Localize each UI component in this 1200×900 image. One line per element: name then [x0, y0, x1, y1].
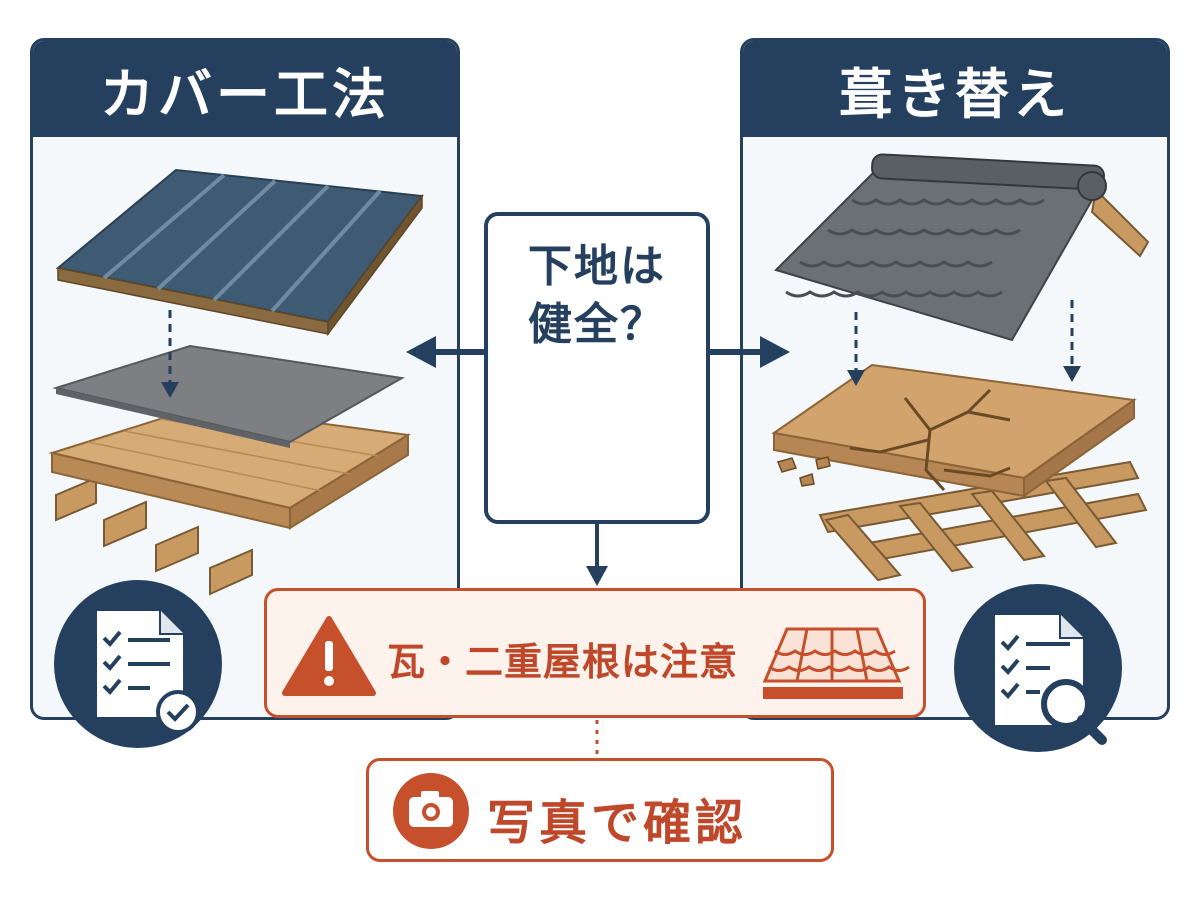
tile-roof-icon: [762, 627, 910, 699]
question-line2: 健全？: [528, 299, 666, 350]
cracked-sheathing: [771, 363, 1137, 498]
metal-roof-panel: [55, 168, 424, 337]
tile-roof: [774, 153, 1150, 342]
dashed-arrows-right: [847, 300, 1081, 386]
wood-sheathing-left: [48, 405, 411, 530]
center-question: 下地は 健全？: [488, 238, 706, 354]
reroofing-title: 葺き替え: [743, 41, 1167, 137]
checklist-document-icon: [54, 580, 222, 748]
connector-arrows: [406, 336, 790, 586]
wood-joists-right: [818, 460, 1148, 582]
photo-check-box: 写真で確認: [366, 758, 834, 862]
underlayment-sheet: [52, 344, 405, 448]
document-search-icon: [954, 584, 1122, 752]
camera-icon: [393, 773, 469, 849]
warning-text: 瓦・二重屋根は注意: [387, 640, 739, 684]
warning-triangle-icon: [282, 616, 376, 696]
center-question-box: 下地は 健全？: [484, 212, 710, 524]
photo-check-text: 写真で確認: [487, 795, 748, 851]
question-line1: 下地は: [528, 241, 666, 292]
wood-joists-left: [55, 476, 253, 596]
warning-box: 瓦・二重屋根は注意: [264, 588, 926, 718]
dashed-arrow-left: [161, 310, 179, 398]
warning-box-icons: [282, 616, 910, 699]
cover-method-title: カバー工法: [33, 41, 457, 137]
